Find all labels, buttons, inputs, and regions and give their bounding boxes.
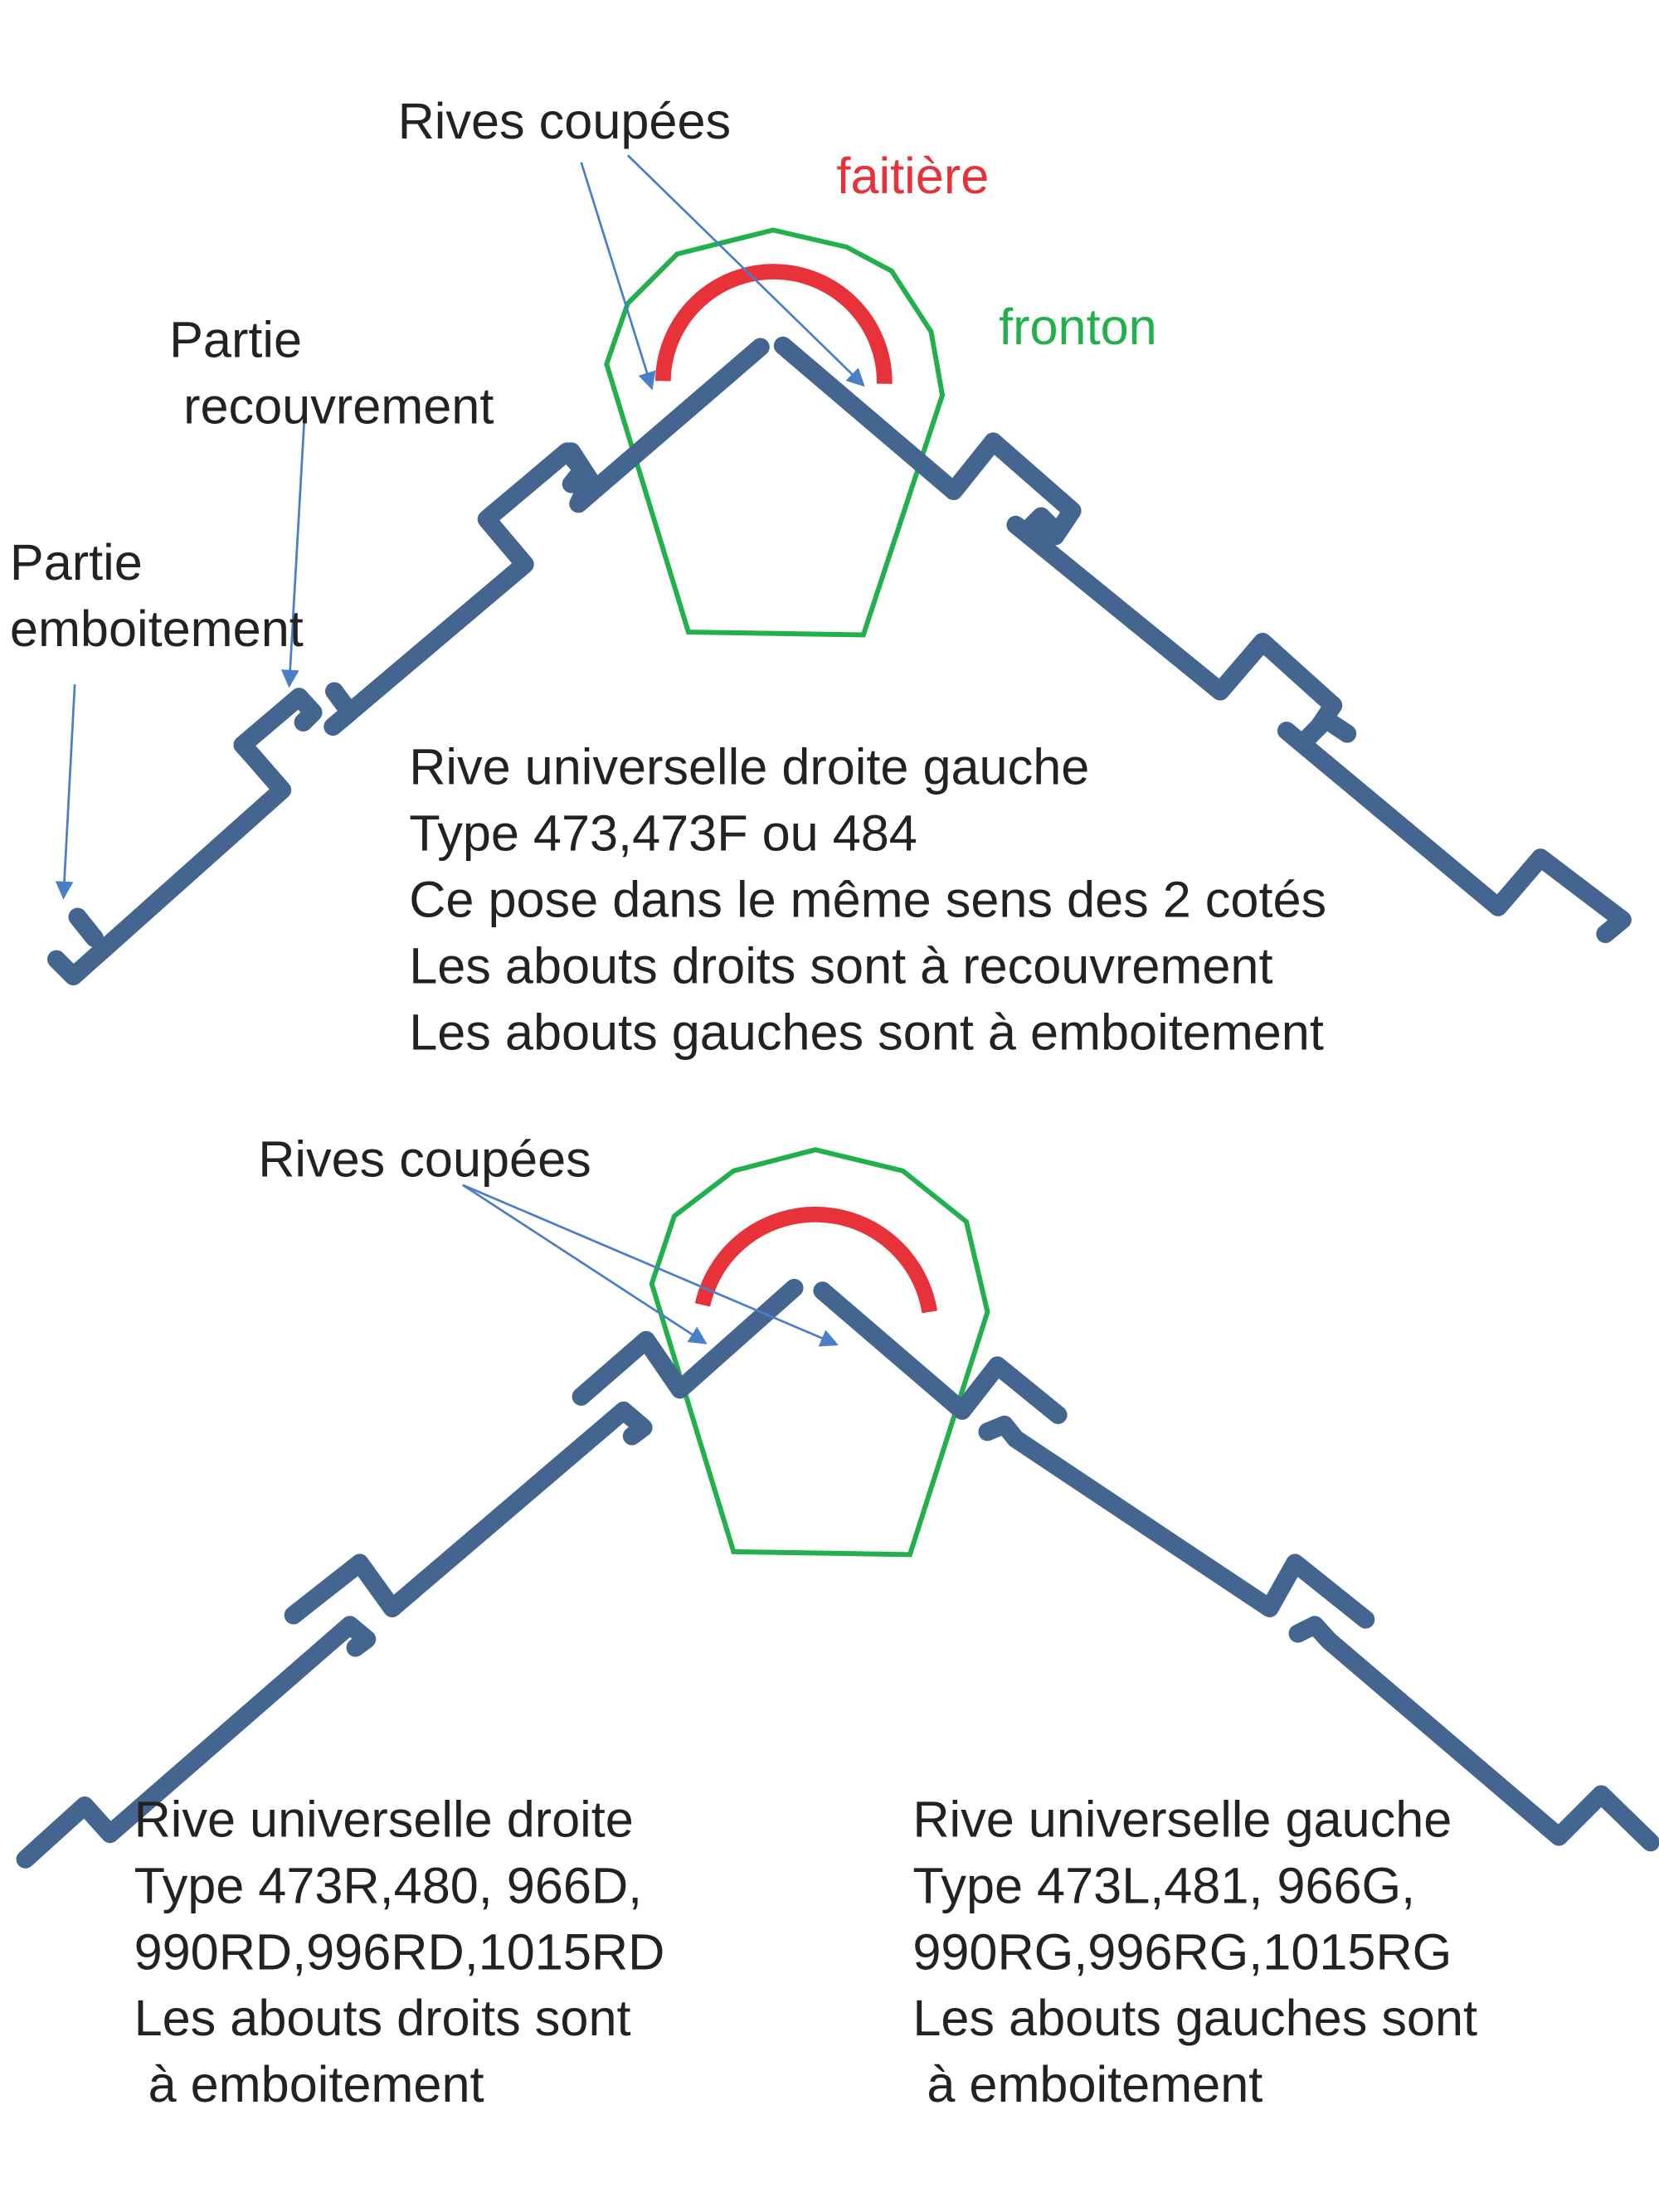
top-description-line: Ce pose dans le même sens des 2 cotés: [409, 872, 1326, 928]
top-left-tile-lower: [46, 688, 323, 986]
right-description-line: Rive universelle gauche: [912, 1791, 1452, 1847]
bottom-faitiere-arc: [694, 1207, 937, 1314]
top-description-line: Les abouts droits sont à recouvrement: [409, 938, 1272, 994]
bottom-right-tile-lower: [1288, 1616, 1659, 1852]
top-left-tile-middle: [324, 442, 592, 737]
top-rives-arrow-right: [626, 154, 865, 387]
partie-recouvrement-label-2: recouvrement: [183, 377, 494, 434]
bottom-fronton-outline: [649, 1147, 990, 1558]
top-rives-arrow-left: [580, 162, 656, 391]
right-description-line: à emboitement: [912, 2056, 1262, 2112]
right-description-line: 990RG,996RG,1015RG: [912, 1923, 1452, 1980]
left-description-line: Type 473R,480, 966D,: [134, 1857, 643, 1913]
left-description-line: Rive universelle droite: [134, 1791, 634, 1847]
bottom-left-tile-lower: [16, 1616, 377, 1869]
bottom-rives-arrow-right: [462, 1184, 839, 1347]
partie-recouvrement-label-1: Partie: [169, 311, 302, 367]
fronton-label: fronton: [999, 299, 1157, 355]
top-right-tile-lower: [1277, 722, 1632, 944]
top-description-line: Rive universelle droite gauche: [409, 739, 1089, 795]
bottom-right-tile-middle: [978, 1415, 1375, 1629]
top-right-clip-1: [1018, 507, 1065, 540]
left-description-line: Les abouts droits sont: [134, 1990, 631, 2046]
right-description-line: Les abouts gauches sont: [912, 1990, 1477, 2046]
left-description-line: 990RD,996RD,1015RD: [134, 1923, 665, 1980]
top-faitiere-arc: [654, 264, 893, 384]
top-right-tile-middle: [1006, 515, 1343, 737]
faitiere-label: faitière: [837, 148, 990, 204]
recouvrement-arrow: [280, 411, 306, 688]
left-description-line: à emboitement: [134, 2056, 484, 2112]
bottom-left-tile-middle: [284, 1401, 653, 1625]
top-description-line: Type 473,473F ou 484: [409, 805, 917, 862]
bottom-diagram: Rives coupées Rive universelle droite Ty…: [16, 1131, 1659, 2112]
top-fronton-outline: [604, 227, 946, 638]
bottom-right-tile-upper: [813, 1281, 1068, 1425]
top-diagram: Rives coupées faitière fronton Partie re…: [10, 93, 1632, 1060]
top-left-hook: [68, 907, 104, 948]
partie-emboitement-label-2: emboitement: [10, 600, 304, 657]
partie-emboitement-label-1: Partie: [10, 534, 143, 591]
emboitement-arrow: [55, 683, 76, 900]
bottom-rives-arrow-left: [462, 1184, 708, 1344]
top-right-clip-2: [1296, 710, 1357, 751]
bottom-left-tile-upper: [572, 1278, 804, 1406]
top-description-line: Les abouts gauches sont à emboitement: [409, 1004, 1324, 1060]
right-description-line: Type 473L,481, 966G,: [912, 1857, 1415, 1913]
top-rives-coupees-label: Rives coupées: [398, 93, 732, 149]
bottom-rives-coupees-label: Rives coupées: [258, 1131, 591, 1188]
top-left-tile-upper: [562, 338, 770, 513]
